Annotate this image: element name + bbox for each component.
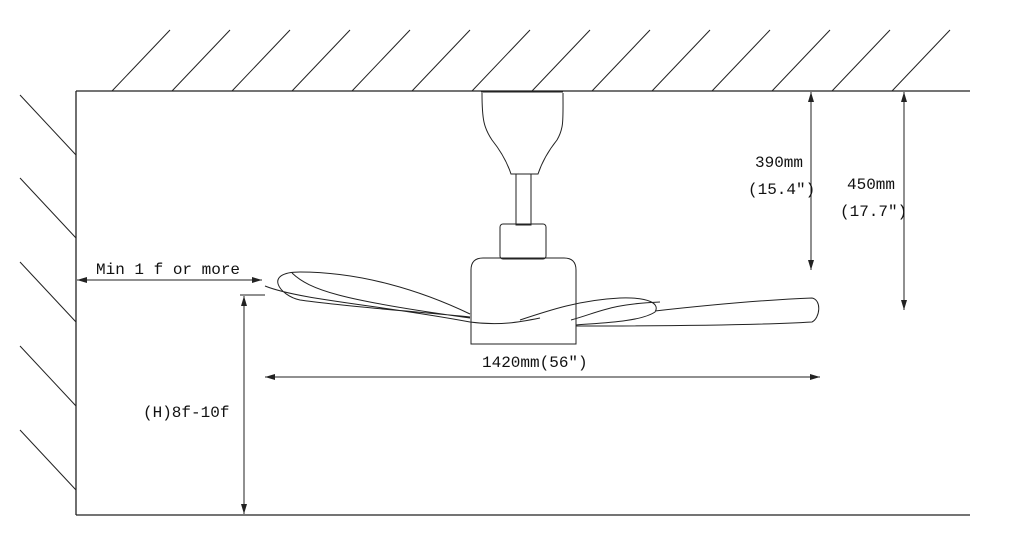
fan-blade-center [519,297,657,326]
hatch-line [531,29,591,92]
ceiling-hatching [111,29,951,92]
ceiling-fan [264,91,820,345]
hatch-line [291,29,351,92]
total-drop-in: (17.7″) [840,203,907,221]
hatch-line [891,29,951,92]
hatch-line [411,29,471,92]
hatch-line [111,29,171,92]
blade-span-label: 1420mm(56″) [482,354,588,372]
hatch-line [231,29,291,92]
hatch-line [651,29,711,92]
hatch-line [471,29,531,92]
hatch-line [351,29,411,92]
canopy-clearance-in: (15.4″) [748,181,815,199]
hatch-line [19,261,77,323]
hatch-line [19,177,77,239]
fan-downrod [515,173,532,226]
fan-motor-housing [470,257,577,345]
mount-height-label: (H)8f-10f [143,404,229,422]
hatch-line [591,29,651,92]
hatch-line [19,429,77,491]
fan-coupler [499,223,547,260]
wall-hatching [19,94,77,491]
hatch-line [171,29,231,92]
canopy-clearance-mm: 390mm [755,154,803,172]
fan-blade-left [264,271,541,325]
hatch-line [711,29,771,92]
wall-clearance-label: Min 1 f or more [96,261,240,279]
fan-blade-right [570,297,820,327]
hatch-line [19,94,77,156]
total-drop-mm: 450mm [847,176,895,194]
hatch-line [771,29,831,92]
fan-canopy [481,91,564,175]
hatch-line [19,345,77,407]
hatch-line [831,29,891,92]
